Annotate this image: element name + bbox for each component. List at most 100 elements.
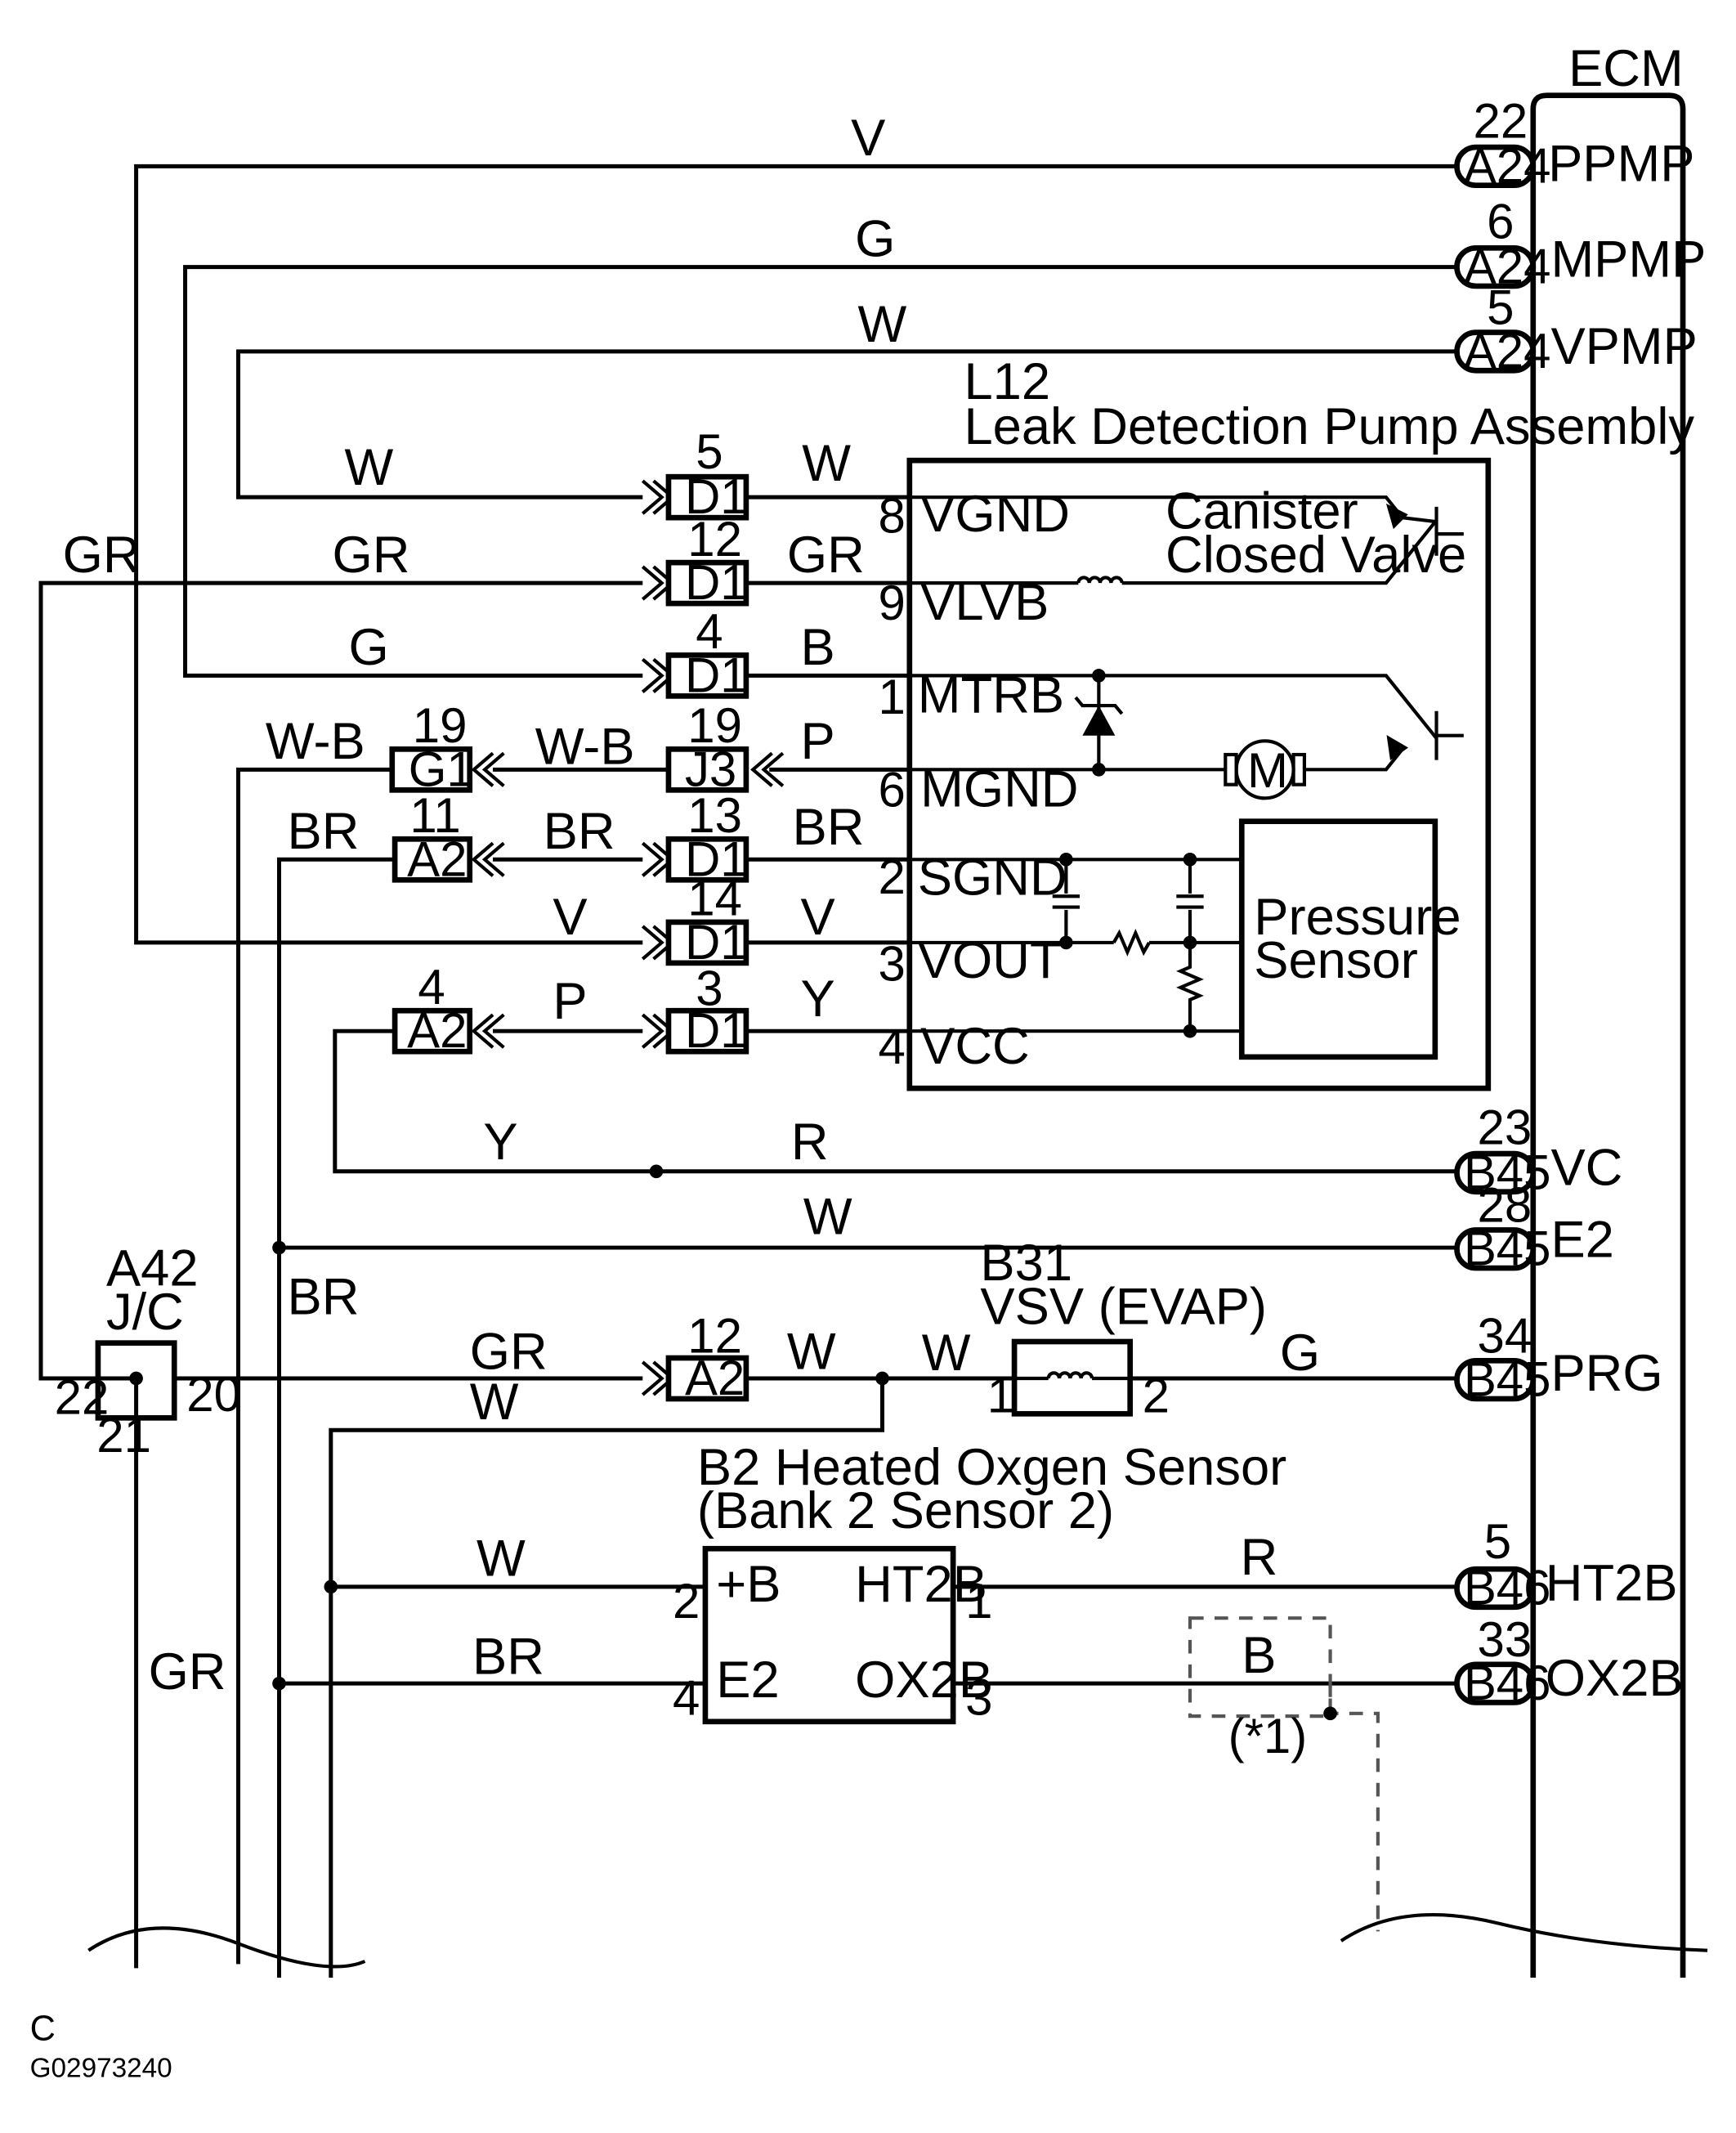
connector-g1-19: 19 G1	[389, 698, 474, 796]
vsv-pin: 1	[987, 1369, 1014, 1423]
terminal-name: MPMP	[1550, 231, 1706, 288]
wires	[38, 164, 1457, 1978]
wire-color-label: BR	[472, 1628, 544, 1685]
wire-color-label: GR	[787, 527, 865, 584]
connector-id: J3	[685, 742, 736, 796]
o2-subtitle: (Bank 2 Sensor 2)	[697, 1482, 1114, 1539]
terminal-connector: A24	[1464, 324, 1551, 379]
pump-pin-name: VGND	[920, 486, 1070, 543]
wire-color-label: P	[553, 973, 587, 1030]
resistor-icon	[1112, 928, 1151, 957]
o2-pin-num: 3	[965, 1670, 992, 1725]
shield-label: B	[1242, 1627, 1276, 1684]
pump-pin-name: SGND	[918, 849, 1067, 907]
o2-pin-num: 1	[965, 1574, 992, 1629]
junction-pin: 20	[186, 1367, 241, 1422]
terminal-connector: B46	[1464, 1561, 1551, 1615]
heated-oxygen-sensor: B2 Heated Oxgen Sensor (Bank 2 Sensor 2)…	[673, 1439, 1286, 1726]
wire-color-label: V	[553, 889, 587, 946]
o2-title: B2 Heated Oxgen Sensor	[697, 1439, 1286, 1496]
zener-diode-icon	[1074, 696, 1124, 736]
footer-code: C	[30, 2010, 56, 2049]
wire-color-label: W	[803, 1188, 852, 1245]
ecm-block: ECM	[1530, 40, 1686, 1978]
o2-pin-name: E2	[716, 1651, 779, 1709]
ecm-terminal-vc: 23 B45 VC	[1454, 1100, 1622, 1199]
wire-color-label: W-B	[535, 719, 635, 776]
o2-pin-num: 4	[673, 1670, 700, 1725]
valve-label: Canister	[1166, 482, 1358, 540]
connector-pin: 12	[687, 512, 742, 567]
connector-d1-14: 14 D1	[665, 872, 749, 970]
wire-color-label: BR	[288, 803, 360, 860]
transistor-icon	[1386, 710, 1464, 760]
figure-id: G02973240	[30, 2054, 172, 2084]
ecm-terminal-ppmp: 22 A24 PPMP	[1454, 93, 1694, 193]
o2-pin-name: +B	[716, 1556, 781, 1613]
connector-pin: 19	[413, 698, 468, 753]
ecm-terminal-e2: 28 B45 E2	[1454, 1177, 1614, 1276]
wire-color-label: BR	[793, 799, 865, 856]
wire-color-labels: V G W W W GR GR GR G B W-B W-B P BR BR B…	[63, 110, 1321, 1701]
pump-title: Leak Detection Pump Assembly	[964, 398, 1694, 455]
connector-pin: 13	[687, 788, 742, 843]
junction-id: A42	[106, 1240, 199, 1297]
pump-pin-name: VCC	[920, 1018, 1030, 1075]
connector-pin: 5	[696, 424, 723, 479]
wire-color-label: R	[1241, 1529, 1278, 1586]
junction-pin: 21	[96, 1408, 151, 1463]
connector-id: D1	[685, 469, 748, 524]
wire-color-label: BR	[544, 803, 615, 860]
terminal-name: E2	[1550, 1212, 1613, 1269]
terminal-pin: 5	[1484, 1514, 1511, 1569]
wire-color-label: W	[344, 439, 393, 496]
terminal-pin: 22	[1473, 93, 1528, 148]
wire-color-label: V	[801, 889, 835, 946]
valve-label: Closed Valve	[1166, 527, 1466, 584]
vsv-pin: 2	[1143, 1369, 1170, 1423]
connector-id: D1	[685, 648, 748, 702]
wire-color-label: P	[801, 713, 835, 770]
connector-id: D1	[685, 555, 748, 610]
bottom-break-right	[1340, 1913, 1708, 1952]
connector-id: A2	[685, 1351, 745, 1405]
resistor-icon	[1176, 942, 1204, 1032]
terminal-pin: 6	[1487, 195, 1514, 249]
connector-id: A2	[407, 831, 467, 886]
wire-color-label: W	[477, 1530, 526, 1588]
transistor-icon	[1385, 503, 1464, 556]
terminal-pin: 28	[1477, 1177, 1532, 1232]
pump-pin-num: 1	[878, 670, 905, 724]
wire-color-label: W-B	[266, 713, 365, 770]
pump-pin-num: 8	[878, 488, 905, 543]
wire-color-label: Y	[483, 1114, 517, 1171]
sensor-label: Sensor	[1254, 932, 1418, 989]
wire-color-label: W	[787, 1323, 836, 1380]
connector-pin: 12	[687, 1308, 742, 1363]
vsv-id: B31	[980, 1235, 1072, 1292]
connector-d1-4: 4 D1	[665, 604, 749, 702]
ecm-title: ECM	[1568, 40, 1684, 97]
wire-color-label: GR	[149, 1643, 226, 1701]
connector-d1-5: 5 D1	[665, 424, 749, 524]
ecm-terminal-prg: 34 B45 PRG	[1454, 1308, 1663, 1407]
connector-id: D1	[685, 831, 748, 886]
connector-id: A2	[407, 1003, 467, 1058]
connector-pin: 3	[696, 961, 723, 1016]
terminal-name: PPMP	[1548, 136, 1694, 193]
wire-color-label: GR	[332, 527, 409, 584]
pump-pin-name: VOUT	[918, 932, 1062, 989]
connector-a2-4: 4 A2	[391, 960, 473, 1058]
pump-pin-num: 9	[878, 576, 905, 630]
connector-pin: 14	[687, 872, 742, 926]
terminal-pin: 5	[1487, 280, 1514, 335]
wire-color-label: R	[791, 1114, 829, 1171]
pump-pin-num: 4	[878, 1019, 905, 1074]
terminal-connector: B46	[1464, 1656, 1551, 1710]
terminal-pin: 23	[1477, 1100, 1532, 1154]
terminal-connector: A24	[1464, 138, 1551, 193]
wire-color-label: GR	[470, 1323, 548, 1380]
shield-ground: B (*1)	[1188, 1616, 1380, 1932]
terminal-name: OX2B	[1546, 1650, 1684, 1707]
wire-color-label: W	[922, 1324, 971, 1382]
